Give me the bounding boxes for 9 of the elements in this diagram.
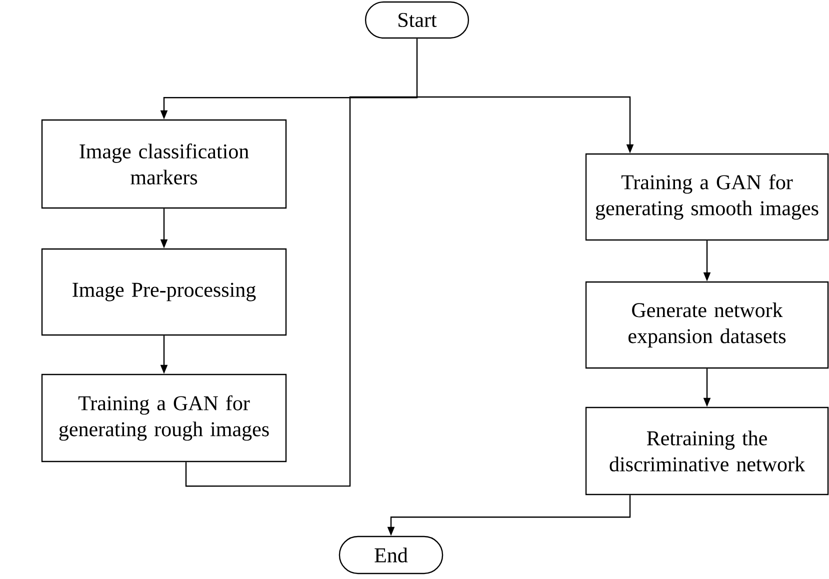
process-box: Training a GAN for generating rough images [41,374,287,462]
arrow [185,96,634,487]
process-box: Image Pre-processing [41,248,287,336]
process-box: Image classification markers [41,119,287,209]
process-box: Training a GAN for generating smooth images [585,153,829,241]
process-box: Retraining the discriminative network [585,406,829,496]
terminal-box: Start [364,1,470,39]
process-box: Generate network expansion datasets [585,281,829,369]
terminal-box: End [338,536,444,574]
